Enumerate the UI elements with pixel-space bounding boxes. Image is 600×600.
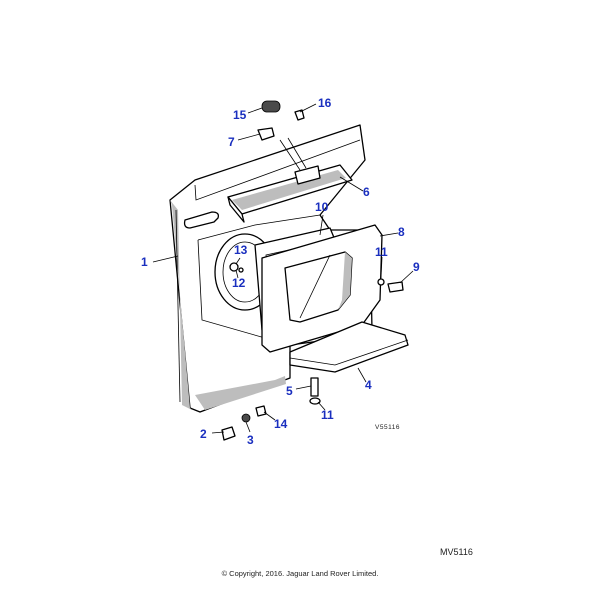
callout-10: 10 <box>315 200 329 214</box>
callout-9: 9 <box>413 260 420 274</box>
callout-4: 4 <box>365 378 372 392</box>
push-clip-2 <box>221 426 236 441</box>
upper-bracket <box>279 137 321 185</box>
trim-pad-strip <box>227 164 353 223</box>
callout-6: 6 <box>363 185 370 199</box>
callout-5: 5 <box>286 384 293 398</box>
callout-16: 16 <box>318 96 332 110</box>
grommet-15 <box>261 100 281 113</box>
fasteners <box>221 100 404 441</box>
callout-15: 15 <box>233 108 247 122</box>
callout-7: 7 <box>228 135 235 149</box>
washer-3 <box>241 413 251 423</box>
callout-12: 12 <box>232 276 246 290</box>
callout-labels: 1 2 3 4 5 6 7 8 9 10 11 11 12 13 14 15 1… <box>141 96 420 447</box>
callout-2: 2 <box>200 427 207 441</box>
diagram-code: MV5116 <box>440 547 473 557</box>
armrest-pad <box>289 321 409 373</box>
callout-11-upper: 11 <box>375 245 388 259</box>
callout-13: 13 <box>234 243 248 257</box>
leader-lines <box>152 103 414 434</box>
callout-14: 14 <box>274 417 288 431</box>
screw-16 <box>294 109 305 121</box>
bolt-5 <box>310 377 319 397</box>
drawing-reference: V55116 <box>375 424 400 431</box>
copyright-notice: © Copyright, 2016. Jaguar Land Rover Lim… <box>221 569 379 578</box>
washer-11-upper <box>377 278 385 286</box>
clip-14 <box>255 405 267 417</box>
callout-11-lower: 11 <box>321 408 334 422</box>
screw-9 <box>387 281 404 293</box>
armrest-surround <box>261 224 383 353</box>
clip-7 <box>257 127 275 141</box>
callout-1: 1 <box>141 255 148 269</box>
callout-8: 8 <box>398 225 405 239</box>
callout-3: 3 <box>247 433 254 447</box>
washer-11-lower <box>309 397 321 405</box>
screw-12 <box>229 262 239 272</box>
